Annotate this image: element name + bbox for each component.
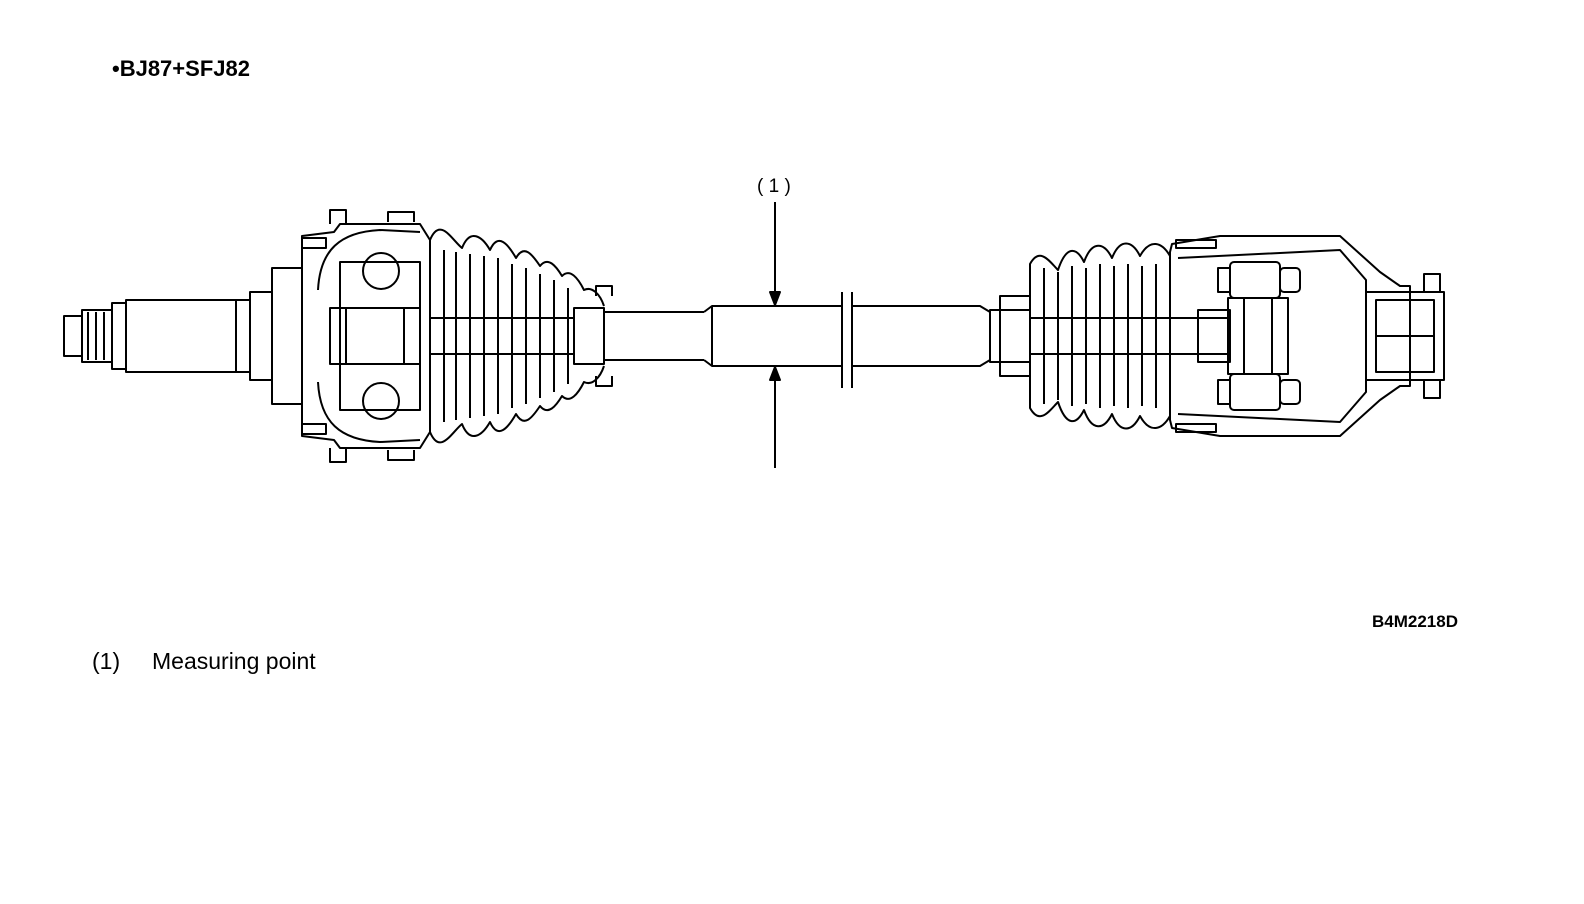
diagram-heading: •BJ87+SFJ82 [112,56,250,81]
legend-item: (1) Measuring point [92,648,316,675]
left-boot [429,228,613,444]
measuring-point-arrow-icon [769,202,781,468]
left-cv-joint [271,209,431,463]
legend-text: Measuring point [152,648,316,674]
right-boot [989,242,1231,430]
left-spline-stub [63,291,273,381]
right-tripod-joint [1169,235,1445,437]
callout-label: ( 1 ) [757,176,791,197]
figure-code: B4M2218D [1372,612,1458,631]
center-shaft [430,292,991,388]
legend-number: (1) [92,648,121,674]
